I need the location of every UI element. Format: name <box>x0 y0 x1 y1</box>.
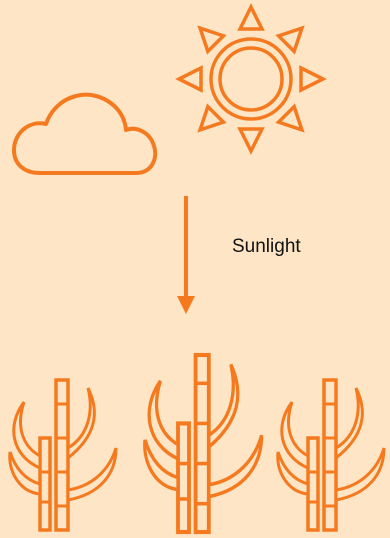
sun-icon <box>179 7 323 151</box>
arrow-down-icon <box>177 196 195 314</box>
sugarcane-icon <box>278 380 384 530</box>
sunlight-label: Sunlight <box>232 236 301 258</box>
sugarcane-icon <box>10 380 116 530</box>
sugarcane-icon <box>145 355 262 532</box>
cloud-icon <box>14 95 155 173</box>
